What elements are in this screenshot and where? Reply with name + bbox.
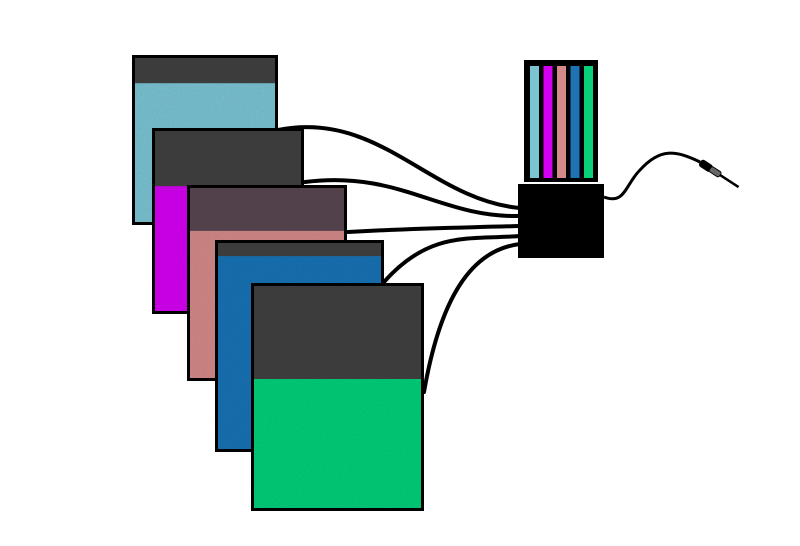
manifold-stripe-3: [557, 66, 566, 178]
outlet-cable: [603, 151, 740, 201]
reservoir-label: Sedimentation settler: [30, 165, 126, 200]
reservoir-outline: [251, 283, 424, 511]
reservoir-label: Dewatering: [142, 472, 218, 487]
pipe-1: [276, 125, 522, 210]
reservoir-label: Equalization: [62, 257, 142, 272]
manifold-stripe-1: [530, 66, 539, 178]
manifold-stripe-5: [584, 66, 593, 178]
reservoir-fill-level: [252, 379, 423, 510]
manifold-stripe-2: [543, 66, 553, 178]
reservoir-label: Polymer storage: [103, 402, 211, 417]
outlet-wire: [603, 151, 701, 201]
manifold: [518, 60, 604, 258]
pipe-3: [346, 224, 522, 234]
pipe-4: [382, 234, 522, 284]
manifold-body: [518, 184, 604, 258]
reservoir-5: [251, 283, 424, 511]
probe-tip-icon: [698, 159, 740, 189]
manifold-stripe-4: [570, 66, 580, 178]
pipe-group: [276, 125, 522, 394]
pipe-2: [303, 178, 522, 219]
reservoir-label: Bioreactor: [111, 334, 179, 349]
pipe-5: [422, 242, 522, 394]
